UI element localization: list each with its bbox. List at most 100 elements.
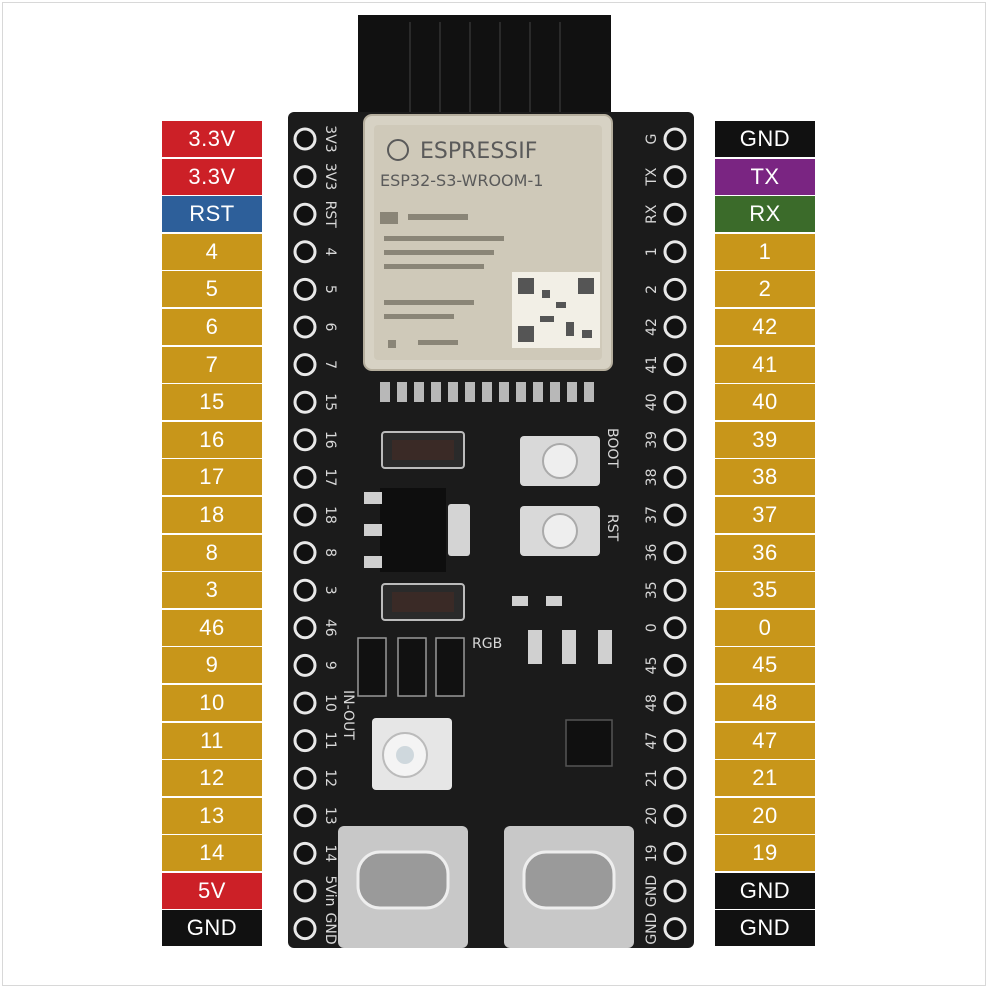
- right-silk-label: GND: [644, 913, 660, 945]
- header-hole: [293, 165, 317, 189]
- right-silk-label: 48: [644, 694, 660, 712]
- left-pin-label: RST: [162, 196, 262, 233]
- header-hole: [663, 277, 687, 301]
- left-silk-label: 14: [322, 844, 338, 862]
- left-silk-label: 18: [322, 506, 338, 524]
- right-silk-label: 47: [644, 732, 660, 750]
- left-pin-label: 10: [162, 684, 262, 721]
- right-silk-label: 21: [644, 769, 660, 787]
- header-hole: [293, 127, 317, 151]
- header-hole: [293, 879, 317, 903]
- left-pin-label: 17: [162, 459, 262, 496]
- header-hole: [293, 766, 317, 790]
- header-hole: [293, 503, 317, 527]
- module-pin: [448, 382, 458, 402]
- right-pin-label: 41: [715, 346, 815, 383]
- right-silk-label: GND: [644, 875, 660, 907]
- right-pin-label: 0: [715, 609, 815, 646]
- right-pin-label: 19: [715, 835, 815, 872]
- left-pin-label: 14: [162, 835, 262, 872]
- module-pin: [550, 382, 560, 402]
- left-pin-label: 3.3V: [162, 121, 262, 157]
- left-pin-label: 15: [162, 384, 262, 421]
- antenna-header: [358, 15, 611, 125]
- right-header-holes: [663, 127, 687, 941]
- right-silk-label: 39: [644, 431, 660, 449]
- left-silk-label: 13: [322, 807, 338, 825]
- right-silk-label: 40: [644, 393, 660, 411]
- right-pin-label: 2: [715, 271, 815, 308]
- header-hole: [293, 353, 317, 377]
- module-pin: [499, 382, 509, 402]
- left-pin-label: 3: [162, 572, 262, 609]
- module-pin: [533, 382, 543, 402]
- header-hole: [293, 202, 317, 226]
- right-silk-label: 37: [644, 506, 660, 524]
- header-hole: [663, 766, 687, 790]
- module-pin: [431, 382, 441, 402]
- right-pin-label: 45: [715, 647, 815, 684]
- header-hole: [293, 841, 317, 865]
- left-silk-label: 8: [322, 548, 338, 557]
- header-hole: [293, 240, 317, 264]
- left-silk-label: 10: [322, 694, 338, 712]
- header-hole: [663, 503, 687, 527]
- right-silk-label: 20: [644, 807, 660, 825]
- header-hole: [663, 729, 687, 753]
- left-pin-label: 3.3V: [162, 158, 262, 195]
- left-silk-label: 11: [322, 732, 338, 750]
- right-pin-label: 42: [715, 308, 815, 345]
- header-hole: [293, 390, 317, 414]
- right-silk-label: 1: [644, 247, 660, 256]
- left-pin-label: 11: [162, 722, 262, 759]
- header-hole: [663, 127, 687, 151]
- header-hole: [293, 315, 317, 339]
- right-pin-label: 48: [715, 684, 815, 721]
- left-pin-label: 46: [162, 609, 262, 646]
- in-out-label: IN-OUT: [340, 690, 356, 740]
- left-pin-label: 9: [162, 647, 262, 684]
- header-hole: [663, 465, 687, 489]
- right-silk-label: 35: [644, 581, 660, 599]
- left-pin-label: 18: [162, 496, 262, 533]
- right-silk-label: 42: [644, 318, 660, 336]
- voltage-regulator: [380, 488, 446, 572]
- left-pin-label: 7: [162, 346, 262, 383]
- header-hole: [293, 616, 317, 640]
- left-pin-label: 5V: [162, 872, 262, 909]
- rst-label: RST: [604, 514, 620, 542]
- header-hole: [663, 841, 687, 865]
- header-hole: [663, 804, 687, 828]
- module-castellated-pins: [380, 382, 594, 402]
- header-hole: [293, 729, 317, 753]
- module-brand: ESPRESSIF: [420, 139, 537, 164]
- module-pin: [397, 382, 407, 402]
- left-pin-label: 5: [162, 271, 262, 308]
- left-pin-label: GND: [162, 910, 262, 947]
- header-hole: [293, 578, 317, 602]
- left-silk-label: 9: [322, 661, 338, 670]
- right-pin-label: GND: [715, 910, 815, 947]
- right-pin-label: GND: [715, 872, 815, 909]
- module-pin: [380, 382, 390, 402]
- left-silk-label: 17: [322, 468, 338, 486]
- header-hole: [663, 917, 687, 941]
- header-hole: [663, 202, 687, 226]
- left-silk-label: 46: [322, 619, 338, 637]
- left-silk-label: 6: [322, 323, 338, 332]
- right-pin-label: 21: [715, 760, 815, 797]
- right-pin-label: TX: [715, 158, 815, 195]
- right-pin-label: 38: [715, 459, 815, 496]
- right-pin-label: 1: [715, 233, 815, 270]
- left-silk-label: 3V3: [322, 125, 338, 152]
- header-hole: [293, 465, 317, 489]
- left-silkscreen: 3V33V3RST4567151617188346910111213145Vin…: [322, 125, 338, 944]
- right-silk-label: 36: [644, 544, 660, 562]
- right-silk-label: TX: [644, 167, 660, 187]
- header-hole: [663, 390, 687, 414]
- right-silk-label: 0: [644, 623, 660, 632]
- boot-label: BOOT: [604, 428, 620, 468]
